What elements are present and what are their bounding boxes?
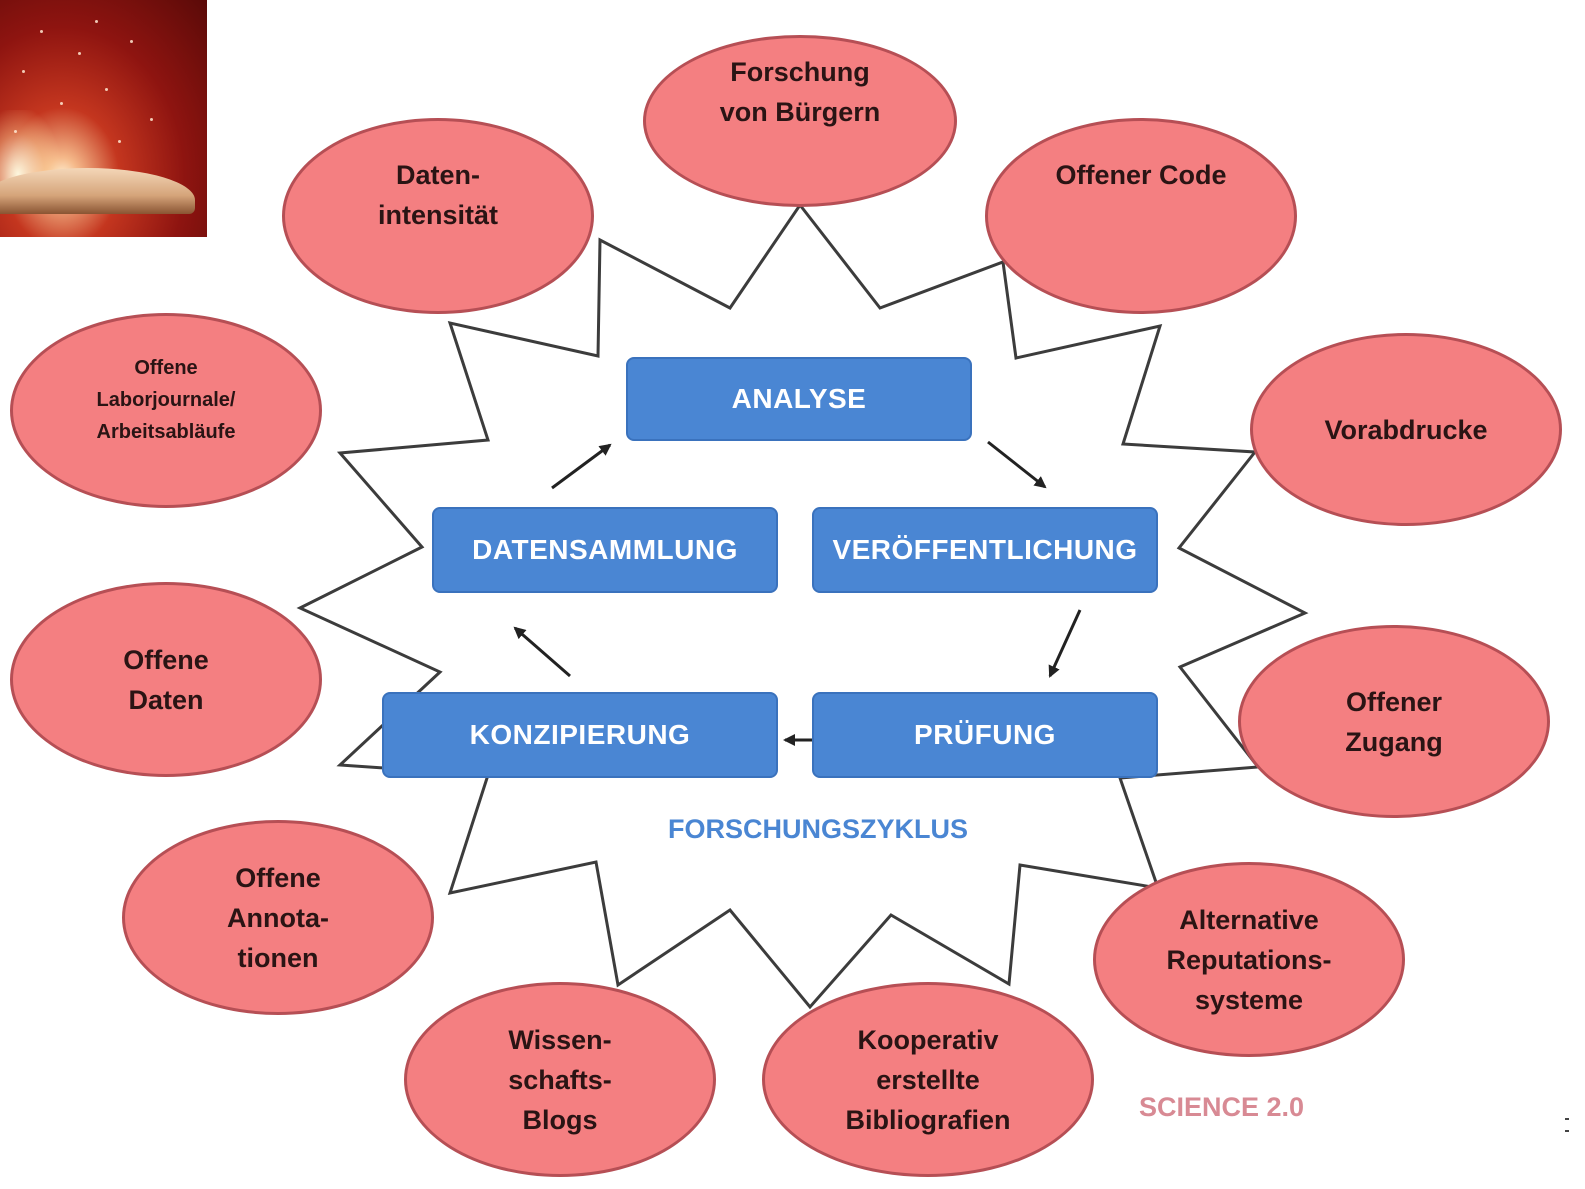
stage-analyse: ANALYSE bbox=[626, 357, 972, 441]
oval-wissenschafts-blogs: Wissen- schafts- Blogs bbox=[404, 982, 716, 1177]
oval-daten-intensitaet: Daten- intensität bbox=[282, 118, 594, 314]
arrow-datensammlung-to-analyse bbox=[551, 443, 612, 490]
oval-label: Alternative Reputations- systeme bbox=[1166, 904, 1332, 1015]
stage-label: PRÜFUNG bbox=[914, 719, 1056, 750]
oval-label: Wissen- schafts- Blogs bbox=[508, 1024, 612, 1135]
book-photo bbox=[0, 0, 207, 237]
oval-offene-laborjournale: Offene Laborjournale/ Arbeitsabläufe bbox=[10, 313, 322, 508]
oval-offene-annotationen: Offene Annota- tionen bbox=[122, 820, 434, 1015]
oval-label: Offene Annota- tionen bbox=[227, 862, 329, 973]
oval-label: Daten- intensität bbox=[377, 160, 498, 230]
stage-label: ANALYSE bbox=[731, 383, 867, 414]
stage-label: KONZIPIERUNG bbox=[469, 719, 691, 750]
oval-label: Kooperativ erstellte Bibliografien bbox=[845, 1024, 1011, 1135]
stage-konzipierung: KONZIPIERUNG bbox=[382, 692, 778, 778]
oval-label: Vorabdrucke bbox=[1324, 414, 1488, 445]
oval-alternative-reputationssysteme: Alternative Reputations- systeme bbox=[1093, 862, 1405, 1057]
arrow-analyse-to-veroeffentlichung bbox=[987, 440, 1047, 489]
oval-label: Offene Daten bbox=[123, 644, 209, 715]
stage-veroeffentlichung: VERÖFFENTLICHUNG bbox=[812, 507, 1158, 593]
oval-label: Offener Zugang bbox=[1345, 686, 1443, 757]
stage-datensammlung: DATENSAMMLUNG bbox=[432, 507, 778, 593]
oval-label: Forschung von Bürgern bbox=[719, 57, 881, 127]
cycle-title: FORSCHUNGSZYKLUS bbox=[668, 814, 969, 844]
arrow-konzipierung-to-datensammlung bbox=[513, 626, 571, 678]
edge-mark bbox=[1565, 1118, 1569, 1132]
brand-label: SCIENCE 2.0 bbox=[1139, 1092, 1305, 1122]
oval-offener-code: Offener Code bbox=[985, 118, 1297, 314]
stage-label: DATENSAMMLUNG bbox=[472, 534, 738, 565]
oval-kooperativ-erstellte-bibliografien: Kooperativ erstellte Bibliografien bbox=[762, 982, 1094, 1177]
oval-label: Offene Laborjournale/ Arbeitsabläufe bbox=[96, 357, 236, 443]
oval-forschung-von-buergern: Forschung von Bürgern bbox=[643, 35, 957, 207]
star-burst bbox=[296, 202, 1309, 1010]
oval-offener-zugang: Offener Zugang bbox=[1238, 625, 1550, 818]
arrow-veroeffentlichung-to-pruefung bbox=[1048, 609, 1082, 678]
stage-label: VERÖFFENTLICHUNG bbox=[832, 534, 1138, 565]
oval-offene-daten: Offene Daten bbox=[10, 582, 322, 777]
oval-label: Offener Code bbox=[1055, 160, 1227, 190]
oval-vorabdrucke: Vorabdrucke bbox=[1250, 333, 1562, 526]
stage-pruefung: PRÜFUNG bbox=[812, 692, 1158, 778]
